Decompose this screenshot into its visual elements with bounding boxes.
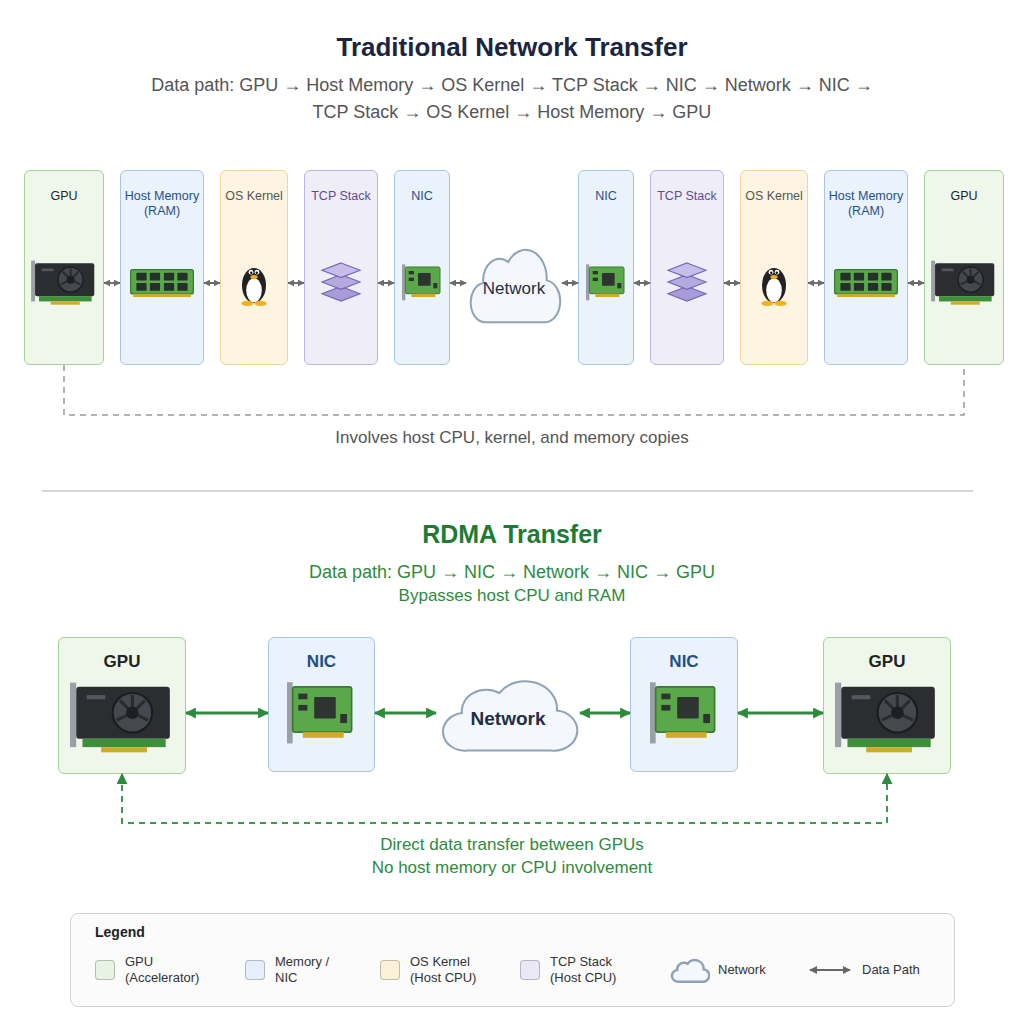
gpu-box: GPU bbox=[58, 637, 186, 774]
legend-swatch bbox=[380, 960, 400, 980]
bypass-note: No host memory or CPU involvement bbox=[0, 857, 1024, 880]
tcp-stack-box: TCP Stack bbox=[304, 170, 378, 365]
legend-cloud-sample bbox=[672, 960, 709, 982]
memory-nic-box: NIC bbox=[268, 637, 375, 772]
legend-item: GPU (Accelerator) bbox=[95, 948, 205, 992]
memory-nic-box: NIC bbox=[578, 170, 634, 365]
data-path-note: Data path: GPU → NIC → Network → NIC → G… bbox=[0, 560, 1024, 584]
node-label: Host Memory (RAM) bbox=[825, 189, 907, 219]
section-divider bbox=[42, 490, 973, 492]
network-cloud: Network bbox=[436, 668, 580, 758]
edge-label: Direct data transfer between GPUs bbox=[0, 834, 1024, 857]
data-path-arrow bbox=[724, 282, 740, 284]
legend-text: Data Path bbox=[862, 962, 942, 978]
node-label: NIC bbox=[579, 189, 633, 204]
data-path-arrow bbox=[580, 712, 630, 715]
gpu-box: GPU bbox=[24, 170, 104, 365]
network-cloud: Network bbox=[466, 236, 562, 330]
data-path-arrow bbox=[104, 282, 120, 284]
section-title: RDMA Transfer bbox=[0, 518, 1024, 552]
data-path-arrow bbox=[450, 282, 466, 284]
data-path-arrow bbox=[204, 282, 220, 284]
os-kernel-box: OS Kernel bbox=[220, 170, 288, 365]
legend-item: TCP Stack (Host CPU) bbox=[520, 948, 636, 992]
gpu-box: GPU bbox=[924, 170, 1004, 365]
data-path-arrow bbox=[375, 712, 436, 715]
legend-item: OS Kernel (Host CPU) bbox=[380, 948, 492, 992]
data-path-note: Data path: GPU → Host Memory → OS Kernel… bbox=[142, 72, 882, 126]
data-path-arrow bbox=[378, 282, 394, 284]
node-label: NIC bbox=[269, 652, 374, 672]
cloud-outline bbox=[471, 250, 561, 323]
data-path-arrow bbox=[634, 282, 650, 284]
legend-text: Memory / NIC bbox=[275, 954, 337, 987]
legend-swatch bbox=[520, 960, 540, 980]
data-path-arrow bbox=[908, 282, 924, 284]
data-path-arrow bbox=[186, 712, 268, 715]
section-title: Traditional Network Transfer bbox=[0, 30, 1024, 65]
legend-text: Network bbox=[718, 962, 798, 978]
node-label: Network bbox=[481, 279, 547, 299]
dashed-bracket-line bbox=[122, 774, 887, 823]
legend-swatch bbox=[95, 960, 115, 980]
node-label: NIC bbox=[631, 652, 737, 672]
node-label: Host Memory (RAM) bbox=[121, 189, 203, 219]
legend-item: Data Path bbox=[862, 948, 942, 992]
node-label: OS Kernel bbox=[741, 189, 807, 204]
edge-label: Involves host CPU, kernel, and memory co… bbox=[0, 427, 1024, 450]
node-label: Network bbox=[469, 708, 548, 731]
legend-arrow-sample bbox=[810, 969, 850, 971]
node-label: NIC bbox=[395, 189, 449, 204]
memory-nic-box: Host Memory (RAM) bbox=[120, 170, 204, 365]
legend-item: Memory / NIC bbox=[245, 948, 337, 992]
node-label: TCP Stack bbox=[651, 189, 723, 204]
node-label: OS Kernel bbox=[221, 189, 287, 204]
legend-item: Network bbox=[718, 948, 798, 992]
bypass-note: Bypasses host CPU and RAM bbox=[0, 585, 1024, 608]
legend-swatch bbox=[245, 960, 265, 980]
node-label: GPU bbox=[925, 189, 1003, 204]
cloud-outline bbox=[443, 681, 577, 750]
data-path-arrow bbox=[808, 282, 824, 284]
data-path-arrow bbox=[288, 282, 304, 284]
data-path-arrow bbox=[562, 282, 578, 284]
data-path-arrow bbox=[738, 712, 823, 715]
legend-text: GPU (Accelerator) bbox=[125, 954, 205, 987]
node-label: GPU bbox=[59, 652, 185, 672]
gpu-box: GPU bbox=[823, 637, 951, 774]
memory-nic-box: NIC bbox=[630, 637, 738, 772]
legend-text: OS Kernel (Host CPU) bbox=[410, 954, 492, 987]
node-label: GPU bbox=[824, 652, 950, 672]
memory-nic-box: NIC bbox=[394, 170, 450, 365]
legend-box bbox=[70, 913, 955, 1007]
node-label: GPU bbox=[25, 189, 103, 204]
tcp-stack-box: TCP Stack bbox=[650, 170, 724, 365]
memory-nic-box: Host Memory (RAM) bbox=[824, 170, 908, 365]
legend-text: TCP Stack (Host CPU) bbox=[550, 954, 636, 987]
legend-title: Legend bbox=[95, 923, 215, 942]
dashed-bracket-line bbox=[64, 365, 964, 415]
os-kernel-box: OS Kernel bbox=[740, 170, 808, 365]
node-label: TCP Stack bbox=[305, 189, 377, 204]
